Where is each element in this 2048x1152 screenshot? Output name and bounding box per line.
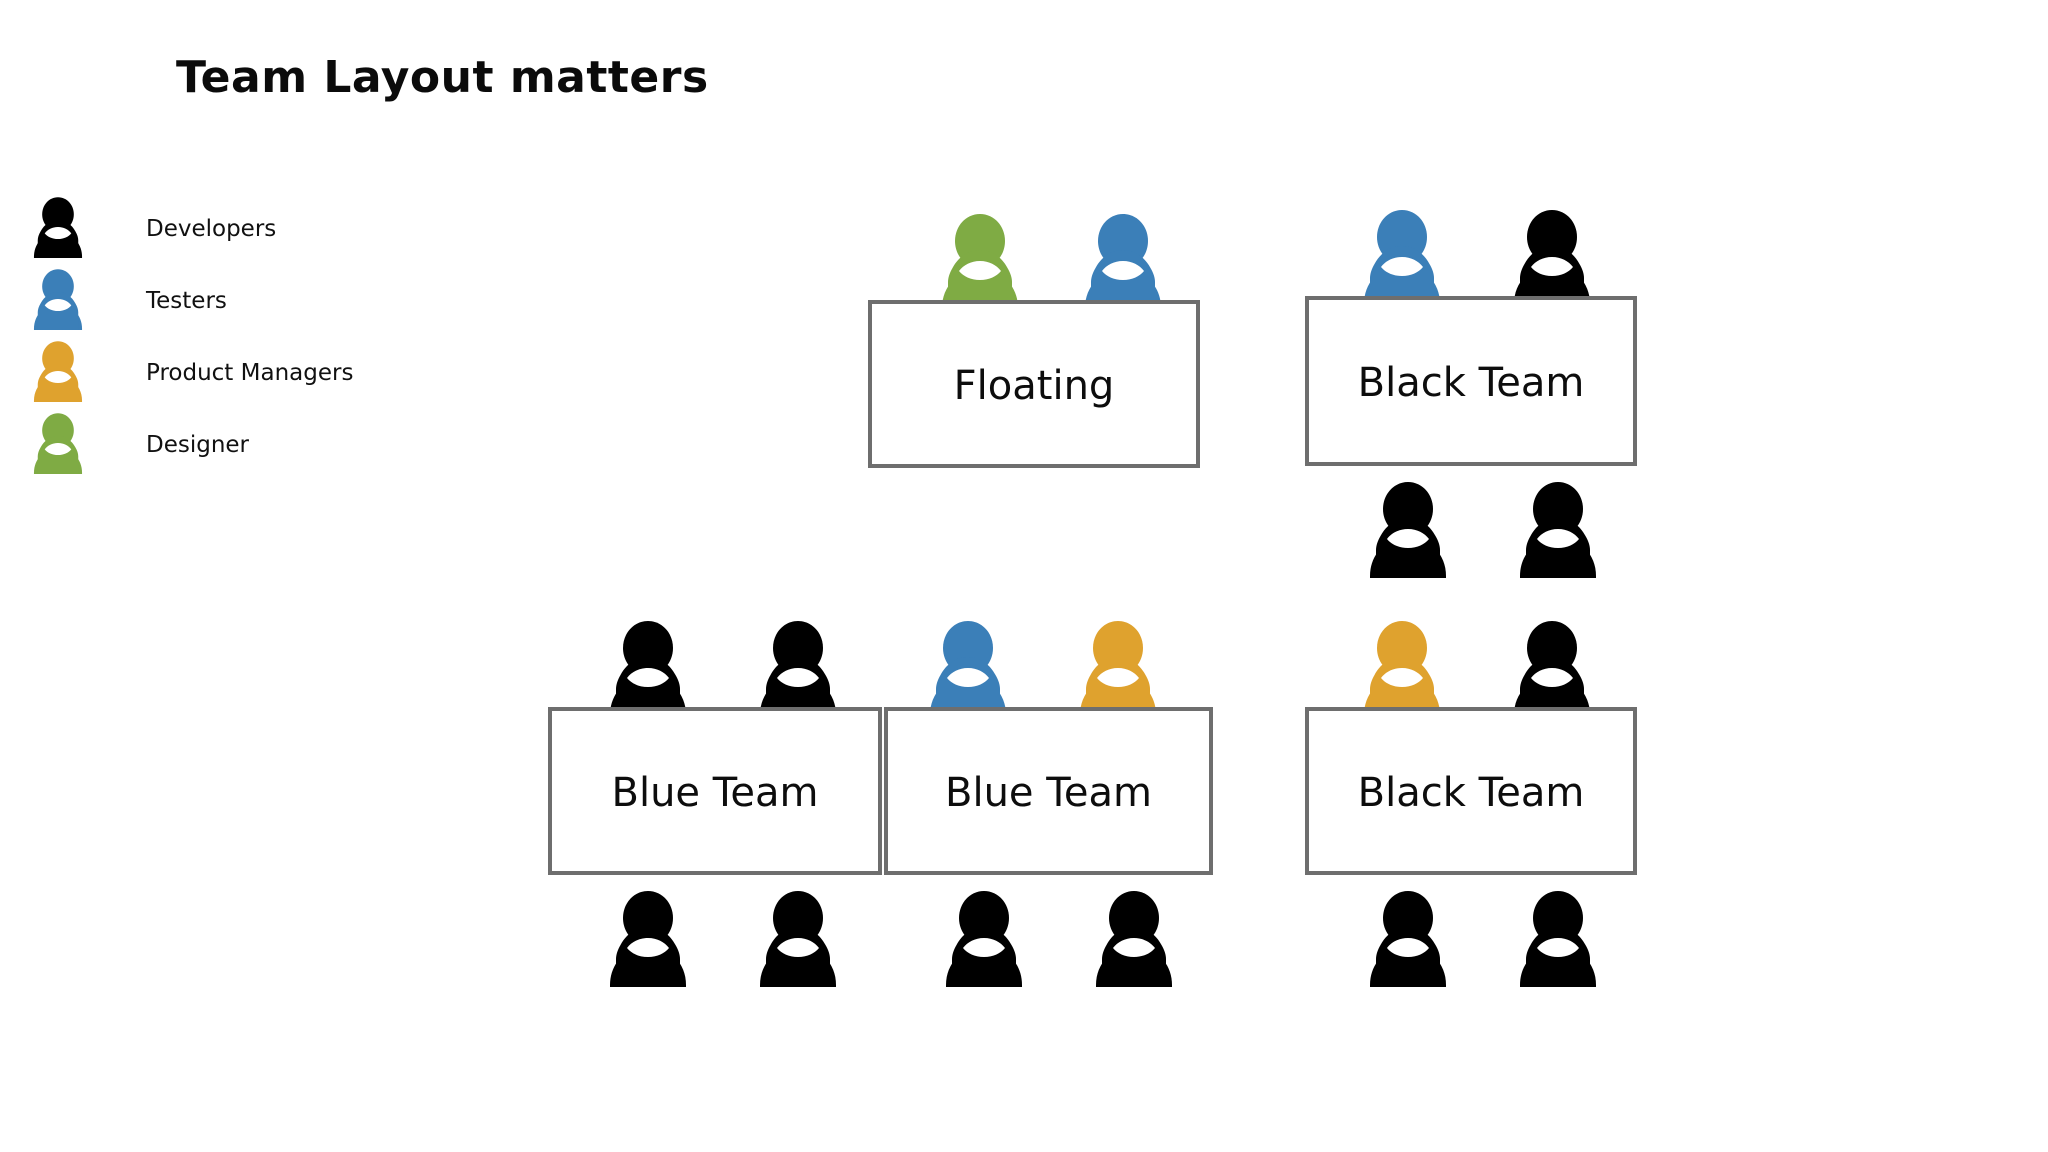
seat-floating-above-2 (1083, 212, 1163, 310)
legend-item-testers: Testers (30, 268, 410, 340)
seat-black-team-top-right-below-1 (1368, 480, 1448, 578)
table-label: Black Team (1357, 360, 1585, 406)
seat-black-team-bottom-right-above-1 (1362, 619, 1442, 717)
seat-blue-team-left-below-2 (758, 889, 838, 987)
seat-black-team-top-right-below-2 (1518, 480, 1598, 578)
person-icon (30, 196, 86, 258)
table-black-team-bottom-right[interactable]: Black Team (1305, 707, 1637, 875)
person-icon (30, 412, 86, 474)
seat-blue-team-left-above-1 (608, 619, 688, 717)
table-label: Floating (953, 363, 1115, 409)
legend-item-designer: Designer (30, 412, 410, 484)
seat-blue-team-left-above-2 (758, 619, 838, 717)
seat-blue-team-right-below-2 (1094, 889, 1174, 987)
seat-black-team-bottom-right-below-2 (1518, 889, 1598, 987)
seat-blue-team-left-below-1 (608, 889, 688, 987)
seat-black-team-bottom-right-below-1 (1368, 889, 1448, 987)
table-black-team-top-right[interactable]: Black Team (1305, 296, 1637, 466)
legend-item-label: Product Managers (146, 360, 354, 386)
legend-item-developers: Developers (30, 196, 410, 268)
table-blue-team-right[interactable]: Blue Team (884, 707, 1213, 875)
legend-item-label: Testers (146, 288, 227, 314)
legend-item-label: Designer (146, 432, 250, 458)
table-label: Black Team (1357, 770, 1585, 816)
table-label: Blue Team (611, 770, 819, 816)
person-icon (30, 268, 86, 330)
legend-item-product-managers: Product Managers (30, 340, 410, 412)
seat-blue-team-right-above-1 (928, 619, 1008, 717)
legend-item-label: Developers (146, 216, 277, 242)
seat-black-team-top-right-above-1 (1362, 208, 1442, 306)
seat-black-team-top-right-above-2 (1512, 208, 1592, 306)
page-title: Team Layout matters (176, 52, 709, 103)
seat-blue-team-right-below-1 (944, 889, 1024, 987)
table-label: Blue Team (945, 770, 1152, 816)
seat-floating-above-1 (940, 212, 1020, 310)
table-blue-team-left[interactable]: Blue Team (548, 707, 882, 875)
seat-black-team-bottom-right-above-2 (1512, 619, 1592, 717)
person-icon (30, 340, 86, 402)
seat-blue-team-right-above-2 (1078, 619, 1158, 717)
table-floating[interactable]: Floating (868, 300, 1200, 468)
